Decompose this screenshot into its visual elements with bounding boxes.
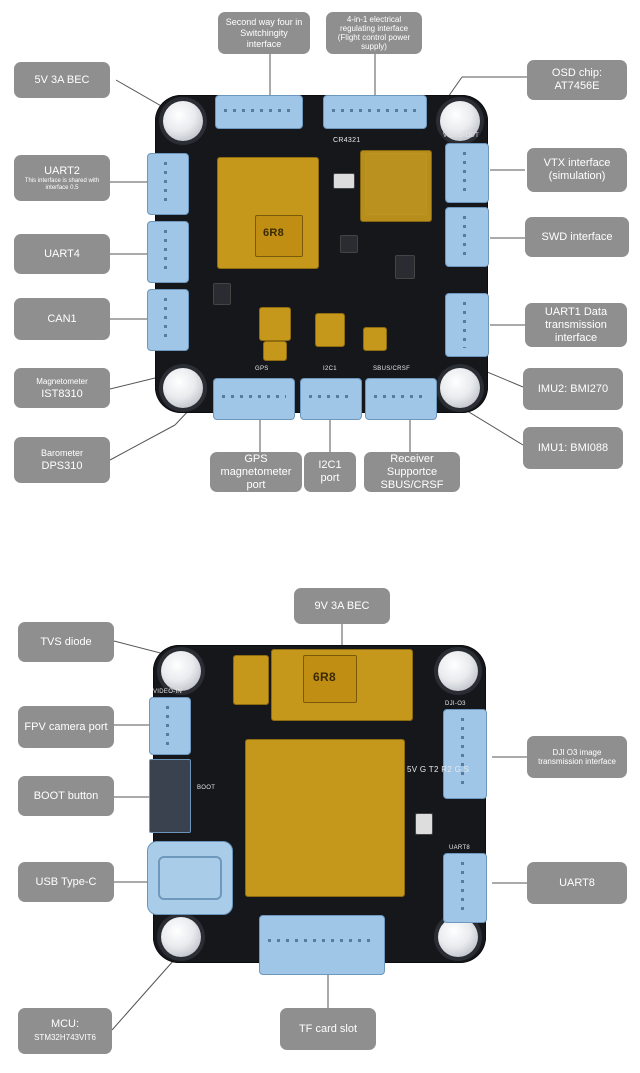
can1-connector xyxy=(147,289,189,351)
second-way-connector xyxy=(215,95,303,129)
uart1-connector xyxy=(445,293,489,357)
uart2-title: UART2 xyxy=(44,164,80,177)
esc-connector xyxy=(323,95,427,129)
inductor xyxy=(303,655,357,703)
inductor-label: 6R8 xyxy=(263,227,285,239)
pins-silk: 5V G T2 R2 G S xyxy=(407,765,470,774)
inductor xyxy=(255,215,303,257)
swd-connector xyxy=(445,207,489,267)
tf-card-slot xyxy=(259,915,385,975)
sbus-silk: SBUS/CRSF xyxy=(373,366,411,372)
tvs-diode xyxy=(233,655,269,705)
label-usb: USB Type-C xyxy=(18,862,114,902)
label-fpv: FPV camera port xyxy=(18,706,114,748)
magnetometer-title: Magnetometer xyxy=(36,377,88,386)
mcu-part: STM32H743VIT6 xyxy=(34,1033,96,1042)
label-bec-9v: 9V 3A BEC xyxy=(294,588,390,624)
label-second-way: Second way four in Switchingity interfac… xyxy=(218,12,310,54)
imu1-chip xyxy=(315,313,345,347)
label-bec-5v: 5V 3A BEC xyxy=(14,62,110,98)
mcu-title: MCU: xyxy=(50,1018,80,1030)
passive-component xyxy=(340,235,358,253)
label-magnetometer: Magnetometer IST8310 xyxy=(14,368,110,408)
vtx-connector xyxy=(445,143,489,203)
label-uart1: UART1 Data transmission interface xyxy=(525,303,627,347)
dji-o3-connector xyxy=(443,709,487,799)
uart2-note: This interface is shared with interface … xyxy=(24,177,100,191)
osd-chip-highlight xyxy=(360,150,432,222)
label-gps: GPS magnetometer port xyxy=(210,452,302,492)
barometer-title: Barometer xyxy=(40,448,84,458)
barometer-chip xyxy=(259,307,291,341)
label-boot: BOOT button xyxy=(18,776,114,816)
label-vtx: VTX interface (simulation) xyxy=(527,148,627,192)
flight-controller-top-side: 6R8 CR4321 VIDEO-OUT GPS I2C1 SBUS/CRSF xyxy=(147,95,489,420)
label-mcu: MCU: STM32H743VIT6 xyxy=(18,1008,112,1054)
label-can1: CAN1 xyxy=(14,298,110,340)
uart8-silk: UART8 xyxy=(449,845,471,851)
crystal xyxy=(333,173,355,189)
mounting-hole xyxy=(438,917,478,957)
label-i2c1: I2C1 port xyxy=(304,452,356,492)
barometer-part: DPS310 xyxy=(41,460,83,472)
label-tvs: TVS diode xyxy=(18,622,114,662)
label-swd: SWD interface xyxy=(525,217,629,257)
passive-component xyxy=(395,255,415,279)
boot-silk: BOOT xyxy=(197,785,216,791)
label-imu2: IMU2: BMI270 xyxy=(523,368,623,410)
label-esc-interface: 4-in-1 electrical regulating interface (… xyxy=(326,12,422,54)
board-code: CR4321 xyxy=(333,137,361,144)
mounting-hole xyxy=(163,368,203,408)
label-uart4: UART4 xyxy=(14,234,110,274)
mounting-hole xyxy=(438,651,478,691)
usb-type-c-port xyxy=(147,841,233,915)
label-uart8: UART8 xyxy=(527,862,627,904)
mounting-hole xyxy=(440,101,480,141)
label-imu1: IMU1: BMI088 xyxy=(523,427,623,469)
magnetometer-part: IST8310 xyxy=(41,388,83,400)
label-tf: TF card slot xyxy=(280,1008,376,1050)
i2c-silk: I2C1 xyxy=(323,366,337,372)
mounting-hole xyxy=(161,917,201,957)
inductor-label: 6R8 xyxy=(313,670,336,684)
magnetometer-chip xyxy=(263,341,287,361)
fpv-camera-connector xyxy=(149,697,191,755)
label-barometer: Barometer DPS310 xyxy=(14,437,110,483)
uart8-connector xyxy=(443,853,487,923)
gps-connector xyxy=(213,378,295,420)
receiver-connector xyxy=(365,378,437,420)
label-osd: OSD chip: AT7456E xyxy=(527,60,627,100)
label-dji: DJI O3 image transmission interface xyxy=(527,736,627,778)
gps-silk: GPS xyxy=(255,366,269,372)
video-out-silk: VIDEO-OUT xyxy=(443,133,480,139)
boot-button xyxy=(149,759,191,833)
dji-silk: DJI-O3 xyxy=(445,701,466,707)
uart2-connector xyxy=(147,153,189,215)
i2c1-connector xyxy=(300,378,362,420)
label-receiver: Receiver Supportce SBUS/CRSF xyxy=(364,452,460,492)
mcu-chip xyxy=(245,739,405,897)
mounting-hole xyxy=(440,368,480,408)
uart4-connector xyxy=(147,221,189,283)
imu2-chip xyxy=(363,327,387,351)
video-in-silk: VIDEO-IN xyxy=(153,689,183,695)
mounting-hole xyxy=(161,651,201,691)
label-uart2: UART2 This interface is shared with inte… xyxy=(14,155,110,201)
flight-controller-bottom-side: 6R8 VIDEO-IN BOOT DJI-O3 UART8 5V G T2 R… xyxy=(147,645,487,975)
mounting-hole xyxy=(163,101,203,141)
crystal xyxy=(415,813,433,835)
passive-component xyxy=(213,283,231,305)
